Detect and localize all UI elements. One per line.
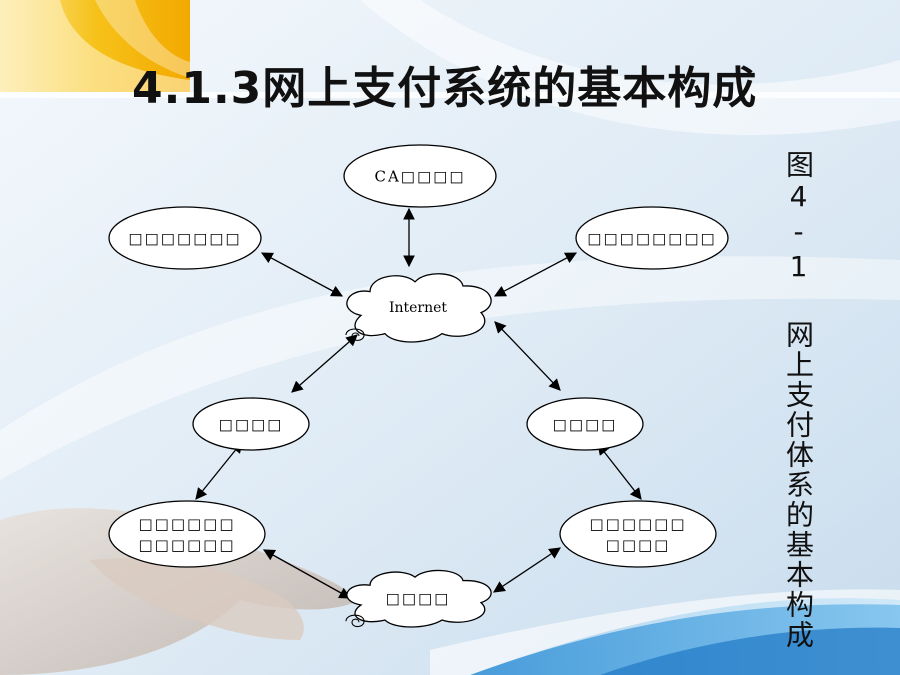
edge-internet-to-right-mid [494,321,561,391]
node-right-bottom-label: □□□□□□ [589,515,686,533]
node-ca-shape [343,144,497,208]
edge-left-bottom-to-bank-net [262,549,352,599]
node-ca: CA□□□□ [343,144,497,208]
edge-right-bottom-to-bank-net [493,547,561,593]
node-left-bottom-shape [108,500,266,568]
node-internet: Internet [345,273,492,343]
edge-left-top-to-internet [260,252,344,297]
node-left-top: □□□□□□□ [108,206,262,270]
node-right-top-shape [575,206,729,270]
node-internet-label: Internet [389,300,447,316]
edge-left-mid-to-left-bottom [195,441,243,500]
edge-internet-to-left-mid [291,334,358,393]
node-right-mid: □□□□ [526,397,644,451]
node-left-bottom: □□□□□□ □□□□□□ [108,500,266,568]
node-right-bottom: □□□□□□□□□□ [559,500,717,568]
node-bank-net-shape [346,569,492,628]
node-right-mid-label: □□□□ [553,415,618,433]
node-left-mid-label: □□□□ [219,415,284,433]
node-left-bottom-label: □□□□□□ [138,536,235,554]
node-right-bottom-label: □□□□ [606,536,671,554]
node-left-top-shape [108,206,262,270]
edge-right-top-to-internet [493,252,578,297]
diagram-nodes: CA□□□□□□□□□□□□□□□□□□□Internet□□□□□□□□□□□… [108,144,729,628]
edge-right-mid-to-right-bottom [597,443,642,500]
node-right-top-label: □□□□□□□□ [587,229,716,247]
diagram-edges [195,207,642,599]
node-left-top-label: □□□□□□□ [128,229,241,247]
node-bank-net: □□□□ [345,569,492,628]
node-bank-net-label: □□□□ [386,589,451,607]
node-right-mid-shape [526,397,644,451]
cloud-swirl-icon [345,328,365,341]
node-right-bottom-shape [559,500,717,568]
node-left-mid-shape [192,397,310,451]
node-left-bottom-label: □□□□□□ [138,515,235,533]
node-ca-label: CA□□□□ [375,167,466,185]
slide-title: 4.1.3网上支付系统的基本构成 [132,63,758,114]
cloud-swirl-icon [345,614,365,628]
node-right-top: □□□□□□□□ [575,206,729,270]
node-internet-shape [346,273,492,343]
figure-caption: 图4-1 网上支付体系的基本构成 [782,150,815,650]
node-left-mid: □□□□ [192,397,310,451]
